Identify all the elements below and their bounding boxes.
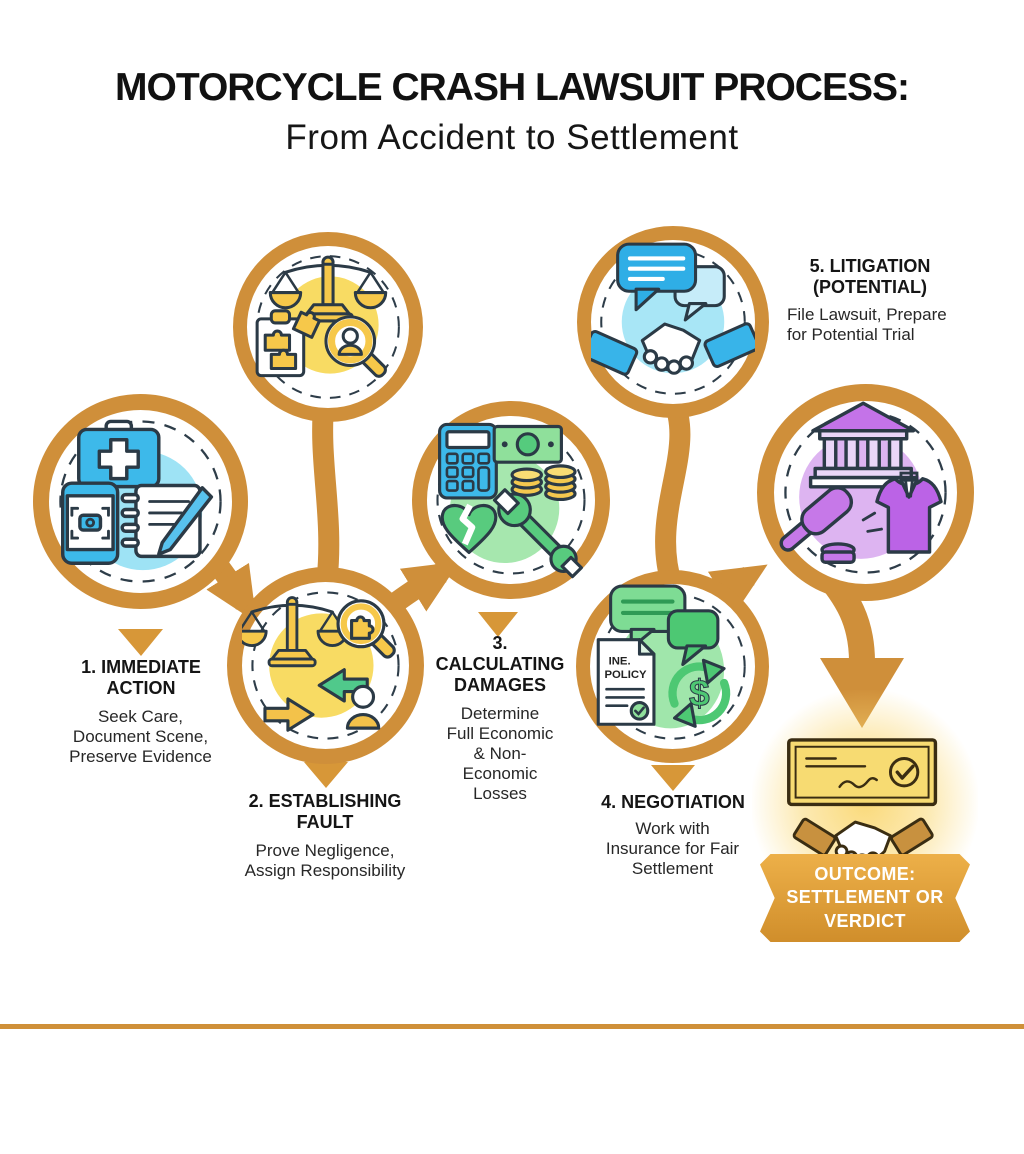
circle-step3 [412,401,610,599]
person-icon [345,684,381,730]
circle-step5 [577,226,769,418]
step1-heading: 1. IMMEDIATE ACTION [81,657,201,699]
step1-body: Seek Care, Document Scene, Preserve Evid… [69,707,212,766]
insurance-policy-icon: INE. POLICY [596,638,656,726]
coins-icon [510,464,577,502]
wrench-icon [492,488,583,579]
outcome-banner: OUTCOME: SETTLEMENT OR VERDICT [760,854,970,942]
chat-bubbles-icon [609,584,720,666]
step3-heading: 3. CALCULATING DAMAGES [435,633,565,696]
magnifier-person-icon [324,315,387,378]
gavel-icon [779,486,883,564]
pointer-step1 [118,629,163,656]
pointer-step4 [651,765,695,791]
pointer-step2 [304,762,348,788]
circle-case-review [233,232,423,422]
policy-doc-line2: POLICY [604,669,647,681]
step5-body: File Lawsuit, Prepare for Potential Tria… [787,305,947,344]
left-arrow-icon [317,668,369,703]
circle-step4: INE. POLICY $ [576,570,769,763]
circle-step1 [33,394,248,609]
dashed-ring [251,591,400,740]
phone-camera-icon [61,481,120,565]
dashed-ring [600,249,746,395]
broken-heart-icon [440,503,498,555]
dollar-symbol: $ [689,672,710,714]
dashed-ring [784,411,947,574]
connector-review-to-step2 [312,400,340,582]
circle-step2 [227,567,424,764]
banknote-icon [492,424,563,464]
step4-body: Work with Insurance for Fair Settlement [605,819,740,878]
circle-litigation [757,384,974,601]
page-title: MOTORCYCLE CRASH LAWSUIT PROCESS: [115,66,910,109]
handshake-icon [591,322,755,376]
step4-heading: 4. NEGOTIATION [601,792,745,812]
dashed-ring [436,425,586,575]
footer-rule [0,1024,1024,1029]
notebook-pen-icon [120,483,214,559]
right-arrow-icon [263,697,315,732]
magnifier-puzzle-icon [336,599,396,659]
first-aid-kit-icon [77,419,161,489]
calculator-icon [438,422,498,500]
step2-body: Prove Negligence, Assign Responsibility [244,841,406,880]
step2-heading: 2. ESTABLISHING FAULT [248,791,402,833]
policy-doc-line1: INE. [609,655,631,667]
dollar-cycle-icon: $ [668,658,731,728]
connector-step5-to-step4 [655,395,691,589]
chat-bubbles-icon [616,242,726,322]
outcome-banner-label: OUTCOME: SETTLEMENT OR VERDICT [786,863,944,931]
step5-heading: 5. LITIGATION (POTENTIAL) [809,256,931,298]
step3-body: Determine Full Economic & Non-Economic L… [446,704,554,803]
puzzle-clipboard-icon [255,309,322,378]
settlement-check-icon [787,738,938,807]
judge-robe-icon [875,471,943,554]
outcome-icon [787,738,938,868]
page-subtitle: From Accident to Settlement [285,118,739,157]
dashed-ring [59,420,222,583]
scales-of-justice-icon [268,255,388,323]
pointer-step3 [478,612,518,637]
